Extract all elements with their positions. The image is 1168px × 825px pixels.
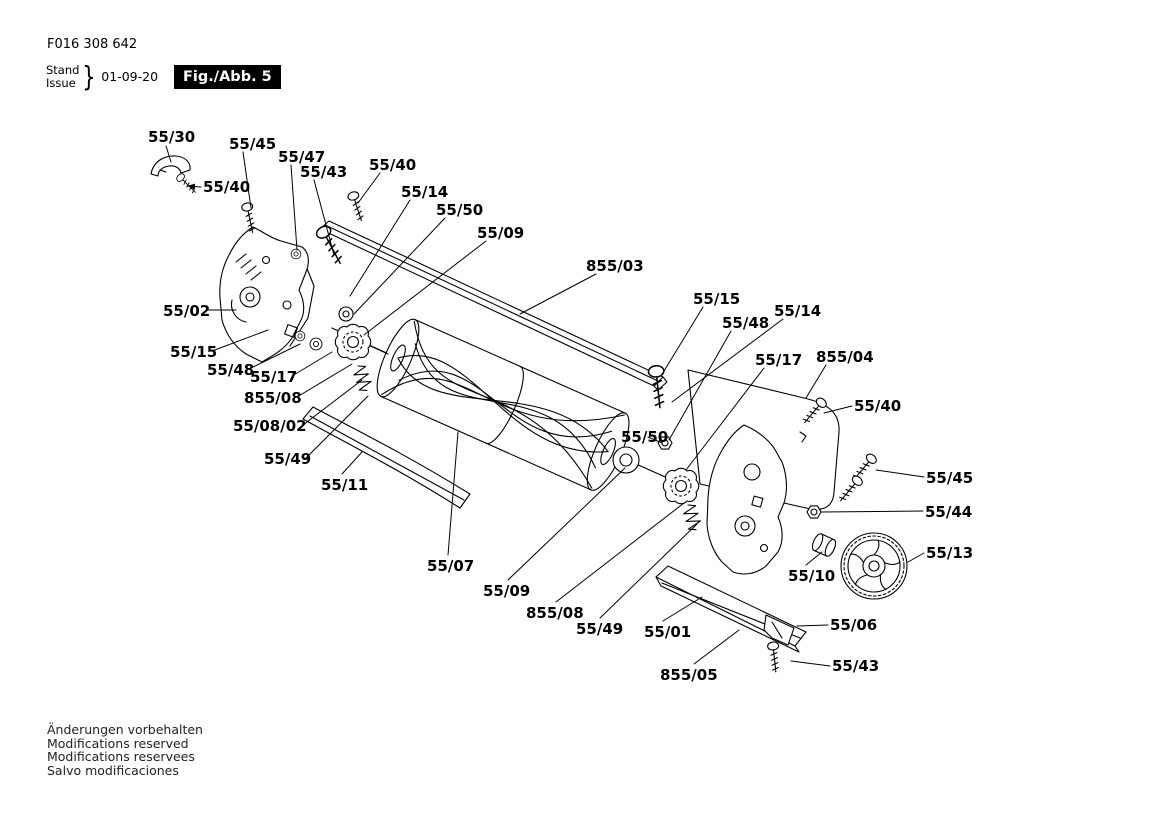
part-label-55-49: 55/49 [264, 450, 312, 468]
part-right-shaft-hardware [612, 364, 704, 533]
part-blade-bar-55-11 [302, 406, 471, 509]
part-bracket-55-06 [763, 614, 795, 646]
part-label-55-17: 55/17 [250, 368, 298, 386]
part-label-55-13: 55/13 [926, 544, 974, 562]
part-label-55-09: 55/09 [483, 582, 531, 600]
part-label-55-43: 55/43 [832, 657, 880, 675]
stand-label: Stand [46, 62, 80, 77]
issue-block: Stand Issue } 01-09-20 Fig./Abb. 5 [46, 60, 281, 93]
part-label-55-48: 55/48 [722, 314, 770, 332]
part-label-55-45: 55/45 [229, 135, 277, 153]
figure-number-badge: Fig./Abb. 5 [174, 64, 281, 89]
part-label-55-02: 55/02 [163, 302, 211, 320]
part-label-55-45: 55/45 [926, 469, 974, 487]
part-label-855-05: 855/05 [660, 666, 718, 684]
part-label-55-10: 55/10 [788, 567, 836, 585]
footer-note-line: Modifications reserved [47, 735, 189, 751]
part-label-55-11: 55/11 [321, 476, 369, 494]
part-label-55-06: 55/06 [830, 616, 878, 634]
footer-note-line: Modifications reservees [47, 749, 195, 764]
part-label-855-08: 855/08 [244, 389, 302, 407]
part-label-55-50: 55/50 [621, 428, 669, 446]
part-label-855-08: 855/08 [526, 604, 584, 622]
part-label-55-15: 55/15 [170, 343, 218, 361]
part-label-855-04: 855/04 [816, 348, 874, 366]
part-label-55-08-02: 55/08/02 [233, 417, 307, 435]
part-label-55-15: 55/15 [693, 290, 741, 308]
footer-note-line: Salvo modificaciones [47, 762, 179, 778]
part-label-55-07: 55/07 [427, 557, 475, 575]
part-label-55-17: 55/17 [755, 351, 803, 369]
part-right-plate [706, 424, 787, 575]
part-label-55-43: 55/43 [300, 163, 348, 181]
part-label-55-50: 55/50 [436, 201, 484, 219]
part-label-55-40: 55/40 [203, 178, 251, 196]
part-label-55-14: 55/14 [401, 183, 449, 201]
part-hub-55-10 [811, 533, 837, 557]
part-nut-55-44 [806, 505, 822, 519]
document-number: F016 308 642 [47, 37, 138, 52]
part-label-55-40: 55/40 [854, 397, 902, 415]
footer-note-line: Änderungen vorbehalten [47, 722, 203, 737]
issue-label: Issue [46, 75, 76, 90]
part-clip-55-30 [150, 155, 191, 177]
part-label-55-14: 55/14 [774, 302, 822, 320]
part-label-55-09: 55/09 [477, 224, 525, 242]
part-bar-855-03 [319, 220, 668, 391]
part-left-plate-55-02 [219, 226, 389, 363]
part-label-55-44: 55/44 [925, 503, 973, 521]
part-label-55-01: 55/01 [644, 623, 692, 641]
part-label-55-48: 55/48 [207, 361, 255, 379]
stand-issue-labels: Stand Issue [46, 62, 80, 90]
part-reel-cylinder-55-07 [359, 318, 669, 491]
leader-lines [165, 145, 925, 667]
part-label-55-49: 55/49 [576, 620, 624, 638]
brace-glyph: } [82, 60, 97, 93]
part-label-55-47: 55/47 [278, 148, 326, 166]
part-wheel-55-13 [840, 532, 908, 600]
part-label-855-03: 855/03 [586, 257, 644, 275]
issue-date: 01-09-20 [101, 69, 159, 84]
part-label-55-40: 55/40 [369, 156, 417, 174]
part-label-55-30: 55/30 [148, 128, 196, 146]
